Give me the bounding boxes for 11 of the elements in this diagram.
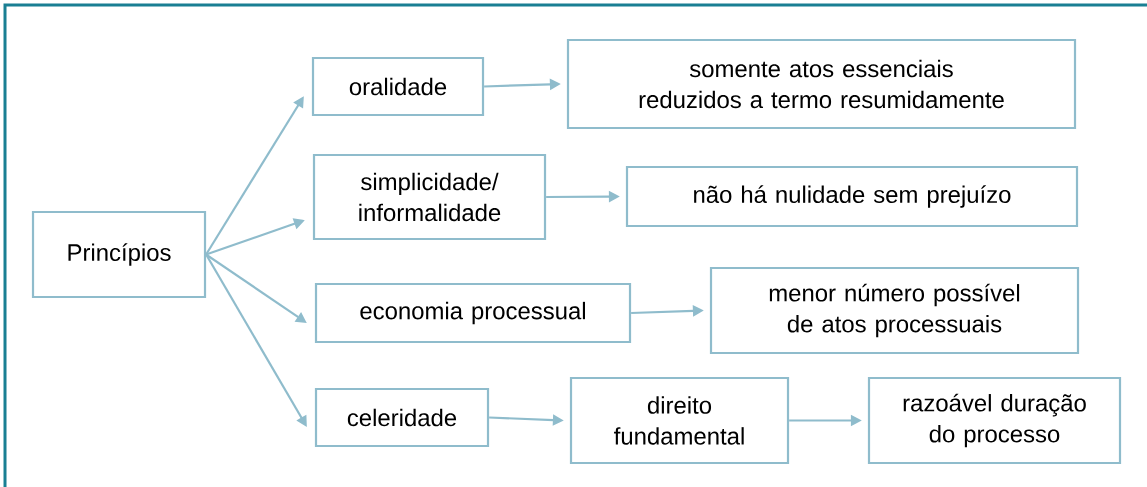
text-box: não há nulidade sem prejuízo — [625, 165, 1079, 228]
arrow — [205, 253, 307, 427]
text-box: somente atos essenciais reduzidos a termo resumidamente — [566, 38, 1077, 130]
text-box: Princípios — [31, 210, 207, 299]
text-box: direito fundamental — [569, 376, 790, 465]
text-box: oralidade — [311, 56, 485, 117]
text-box: celeridade — [314, 387, 490, 448]
text-box: menor número possível de atos processuais — [709, 266, 1080, 355]
text-box: simplicidade/ informalidade — [312, 153, 547, 241]
text-box: razoável duração do processo — [867, 376, 1122, 465]
text-box: economia processual — [314, 282, 632, 344]
